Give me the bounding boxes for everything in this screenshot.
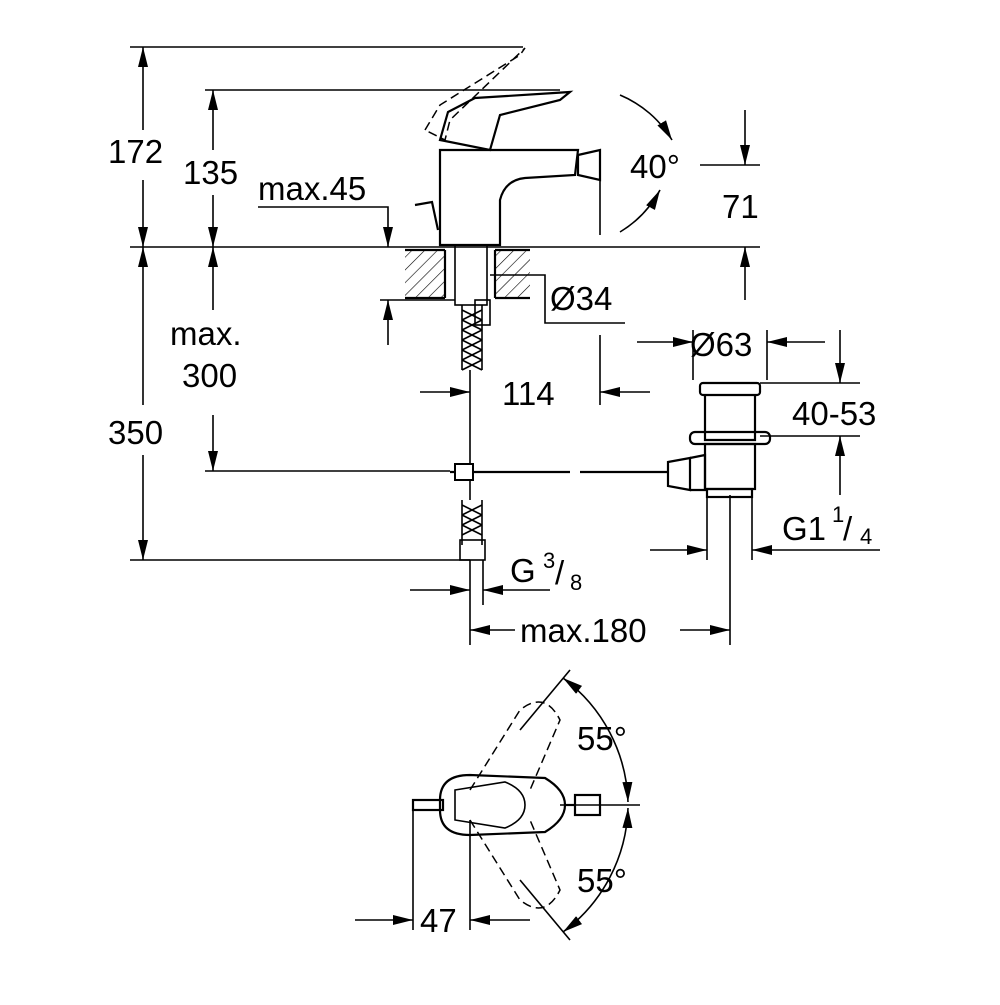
dim-d34: Ø34 [550,280,612,317]
deck-section [405,248,530,300]
svg-text:/: / [843,510,853,547]
mixer-side-view [414,47,772,561]
waste-thread-den: 4 [860,524,872,549]
dim-d63: Ø63 [690,326,752,363]
hose-thread-main: G [510,552,536,589]
dim-135: 135 [183,154,238,191]
hose-thread-num: 3 [543,548,555,573]
dim-55-deg-upper: 55° [577,720,627,757]
dim-114: 114 [502,375,555,412]
dim-40-53: 40-53 [792,395,876,432]
dim-55-deg-lower: 55° [577,862,627,899]
dim-max-300-a: max. [170,315,242,352]
dim-max-300-b: 300 [182,357,237,394]
dim-47: 47 [420,902,457,939]
waste-thread-num: 1 [832,502,844,527]
dim-g1-1-4: G1 1 / 4 [782,502,872,549]
dim-max-180: max.180 [520,612,647,649]
hose-thread-den: 8 [570,570,582,595]
dim-40-deg: 40° [630,148,680,185]
dim-g-3-8: G 3 / 8 [510,548,582,595]
waste-thread-main: G1 [782,510,826,547]
mixer-top-view [355,669,640,941]
dimension-arrows [138,47,880,635]
dim-max-45: max.45 [258,170,366,207]
dim-71: 71 [722,188,759,225]
dim-350: 350 [108,414,163,451]
svg-text:/: / [555,554,565,591]
dim-172: 172 [108,133,163,170]
